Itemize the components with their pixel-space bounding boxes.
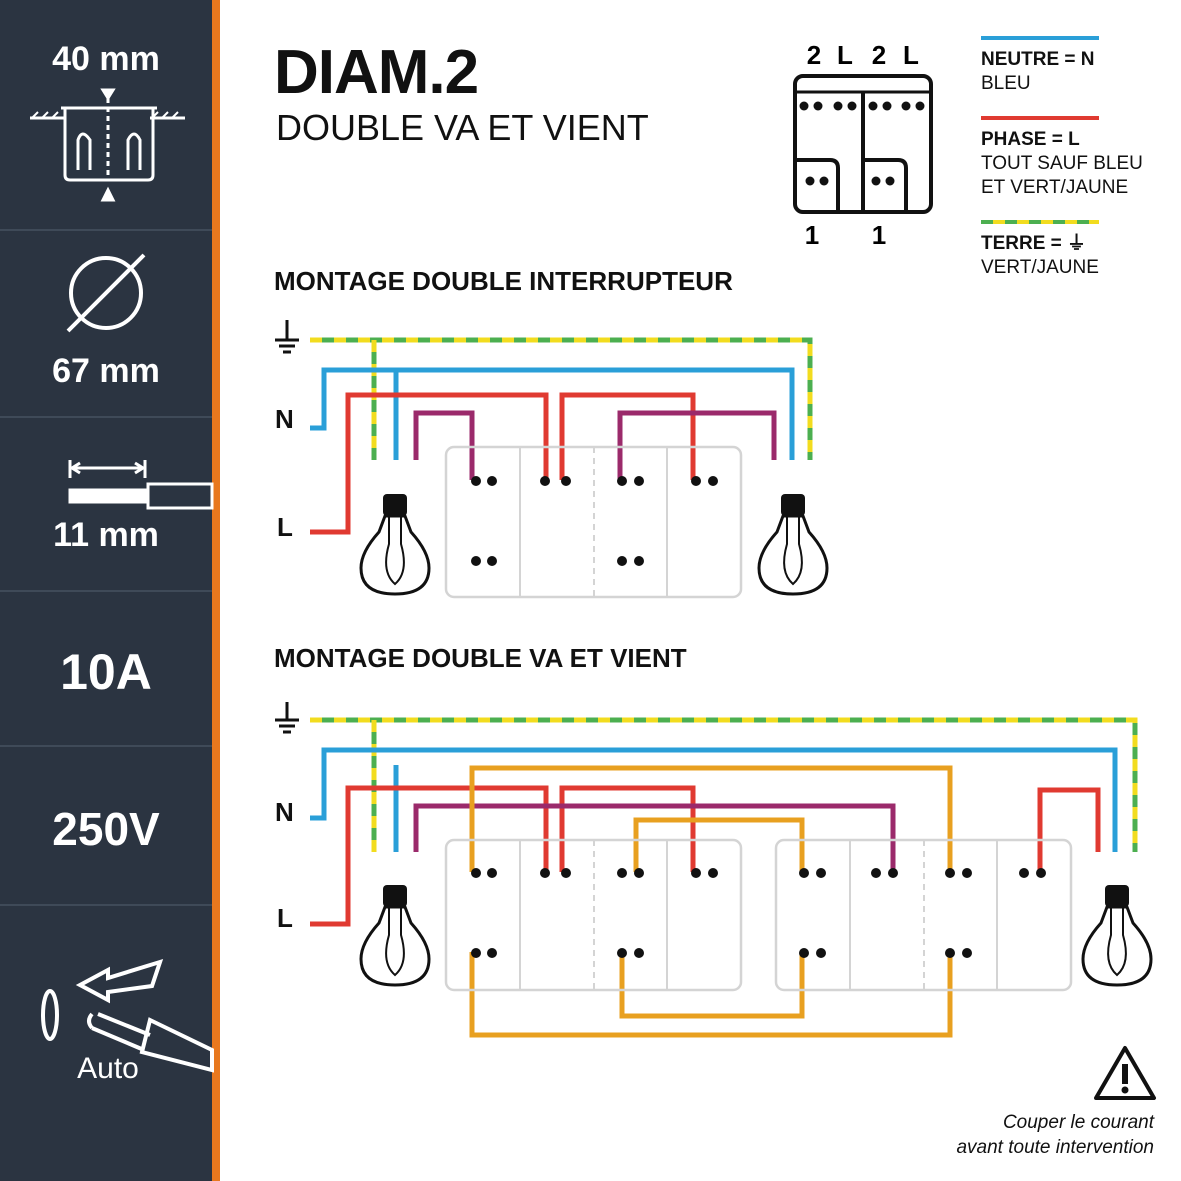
diagram2-title: MONTAGE DOUBLE VA ET VIENT [274, 643, 687, 673]
terminal-type: Auto [77, 1052, 139, 1085]
phase-label: L [277, 512, 293, 542]
terminal-label-top: L [903, 40, 919, 70]
current-rating: 10A [60, 644, 152, 700]
phase-legend-desc: TOUT SAUF BLEU [981, 153, 1143, 174]
light-bulb-icon [359, 494, 431, 596]
warning-icon [1094, 1046, 1156, 1100]
depth-value: 40 mm [52, 40, 160, 78]
traveller-wire [633, 817, 805, 872]
phase-legend-desc: ET VERT/JAUNE [981, 177, 1129, 198]
divider [0, 745, 212, 747]
product-model: DIAM.2 [274, 38, 479, 107]
light-bulb-icon [757, 494, 829, 596]
phase-wire [1037, 787, 1101, 872]
terminal-label-bottom: 1 [805, 220, 819, 250]
divider [0, 229, 212, 231]
phase-color-swatch [981, 116, 1099, 120]
accent-stripe [212, 0, 220, 1181]
strip-length-value: 11 mm [53, 516, 159, 554]
phase-legend-title: PHASE = L [981, 129, 1080, 150]
neutral-color-swatch [981, 36, 1099, 40]
diagram1-title: MONTAGE DOUBLE INTERRUPTEUR [274, 266, 733, 296]
terminal-label-bottom: 1 [872, 220, 886, 250]
warning-line: Couper le courant [1002, 1112, 1154, 1133]
phase-wire [310, 785, 549, 927]
neutral-legend-title: NEUTRE = N [981, 49, 1095, 70]
product-subtitle: DOUBLE VA ET VIENT [276, 107, 649, 148]
phase-wire [559, 785, 696, 872]
terminal-label-top: L [837, 40, 853, 70]
phase-wire [310, 392, 549, 535]
earth-symbol [275, 702, 299, 734]
divider [0, 590, 212, 592]
voltage-rating: 250V [52, 803, 160, 855]
neutral-label: N [275, 797, 294, 827]
phase-label: L [277, 903, 293, 933]
terminal-label-top: 2 [872, 40, 886, 70]
neutral-wire [310, 747, 1118, 852]
neutral-label: N [275, 404, 294, 434]
phase-wire [559, 392, 696, 480]
divider [0, 416, 212, 418]
neutral-wire [310, 367, 795, 460]
push-in-terminal-icon [41, 958, 214, 1073]
traveller-wire [619, 952, 805, 1019]
earth-symbol [275, 320, 299, 354]
double-switch-wiring [275, 320, 813, 599]
traveller-wire [469, 765, 953, 872]
diameter-value: 67 mm [52, 352, 160, 390]
light-bulb-icon [1081, 885, 1153, 987]
neutral-legend-desc: BLEU [981, 73, 1031, 94]
earth-wire [310, 337, 813, 460]
terminal-block-diagram: 2 L 2 L 1 1 [793, 40, 933, 250]
flush-box-icon [30, 88, 185, 202]
earth-legend-title: TERRE = ⏚ [981, 233, 1087, 254]
earth-legend-desc: VERT/JAUNE [981, 257, 1099, 278]
light-bulb-icon [359, 885, 431, 987]
terminal-label-top: 2 [807, 40, 821, 70]
diameter-icon [66, 253, 146, 333]
traveller-wire [469, 952, 953, 1038]
warning-text: Couper le courant avant toute interventi… [854, 1110, 1154, 1160]
earth-color-swatch [981, 220, 1099, 224]
wire-strip-icon [68, 460, 214, 510]
divider [0, 904, 212, 906]
double-two-way-wiring [275, 702, 1138, 1038]
warning-line: avant toute intervention [956, 1137, 1154, 1158]
